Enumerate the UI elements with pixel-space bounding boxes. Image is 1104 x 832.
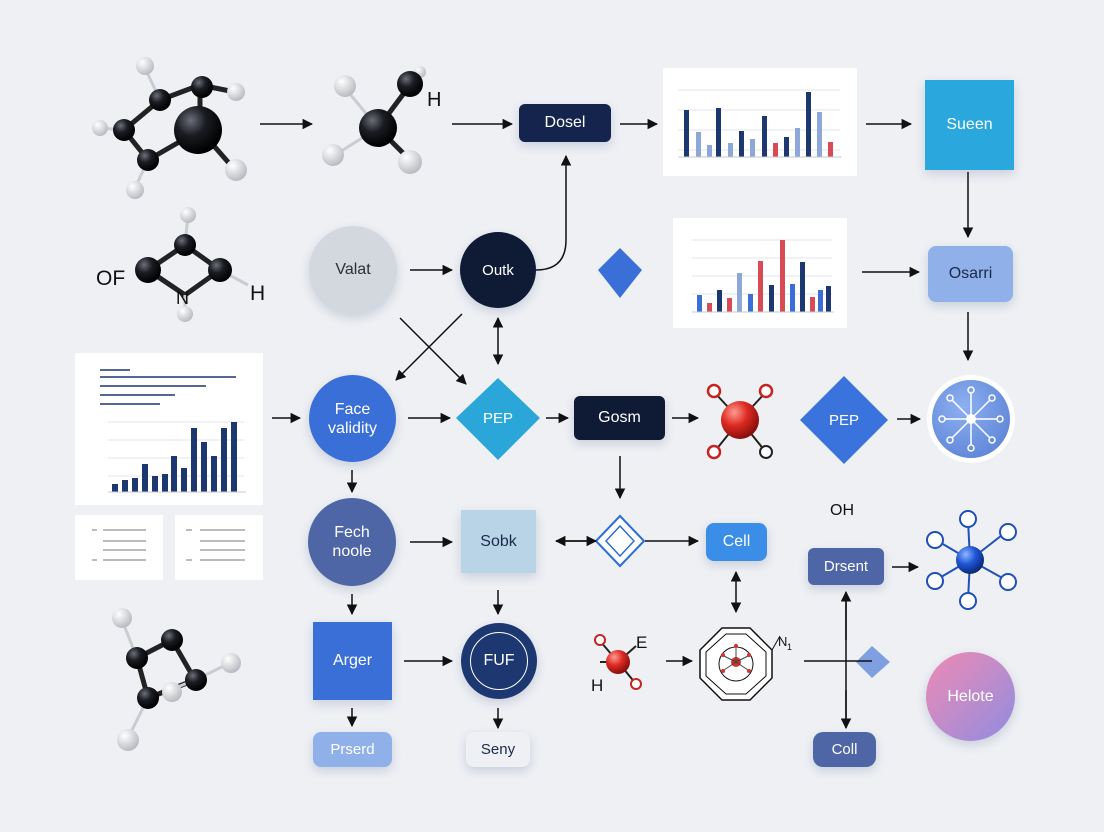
- atom-label: H: [427, 89, 441, 111]
- coll-node[interactable]: Coll: [813, 732, 876, 767]
- molecule-icon: [322, 66, 426, 174]
- blue-diamond-icon: [598, 248, 642, 298]
- arger-node[interactable]: Arger: [313, 622, 392, 700]
- molecule-icon: [706, 383, 774, 460]
- atom-label: H: [591, 676, 603, 695]
- seny-node[interactable]: Seny: [466, 732, 530, 767]
- cell-node[interactable]: Cell: [706, 523, 767, 561]
- target-diamond-icon[interactable]: [594, 514, 646, 568]
- pep-diamond[interactable]: [456, 378, 540, 460]
- valat-node[interactable]: Valat: [309, 226, 397, 314]
- atom-label: OH: [830, 502, 854, 519]
- molecule-icon: [594, 634, 642, 690]
- atom-label: OF: [96, 267, 125, 290]
- gosm-node[interactable]: Gosm: [574, 396, 665, 440]
- chevron-diamond-icon[interactable]: [856, 646, 890, 678]
- document-icon: [75, 515, 263, 580]
- fuf-inner-ring: FUF: [470, 632, 528, 690]
- osarri-node[interactable]: Osarri: [928, 246, 1013, 302]
- fuf-node[interactable]: FUF: [461, 623, 537, 699]
- pep-label-2: PEP: [828, 411, 859, 429]
- atom-label: H: [250, 282, 265, 305]
- molecule-icon: [92, 57, 247, 199]
- bar-chart-icon: [663, 68, 857, 176]
- drsent-node[interactable]: Drsent: [808, 548, 884, 585]
- prserd-node[interactable]: Prserd: [313, 732, 392, 767]
- sueen-node[interactable]: Sueen: [925, 80, 1014, 170]
- bar-chart-icon: [75, 353, 263, 505]
- helote-node[interactable]: Helote: [926, 652, 1015, 741]
- network-hub-icon[interactable]: [927, 375, 1015, 463]
- network-hub-icon[interactable]: [926, 510, 1017, 610]
- pep-diamond[interactable]: [800, 376, 888, 464]
- atom-label: E: [636, 633, 647, 652]
- sobk-node[interactable]: Sobk: [461, 510, 536, 573]
- atom-label: N: [176, 288, 189, 308]
- face-validity-node[interactable]: Face validity: [309, 375, 396, 462]
- dosel-node[interactable]: Dosel: [519, 104, 611, 142]
- molecule-icon: [112, 608, 241, 751]
- atom-label: 1: [787, 642, 792, 652]
- ring-molecule-icon: [699, 627, 781, 701]
- atom-label: N: [778, 634, 787, 649]
- molecule-icon: [135, 207, 249, 322]
- outk-node[interactable]: Outk: [460, 232, 536, 308]
- pep-label-1: PEP: [482, 409, 513, 427]
- fech-noole-node[interactable]: Fech noole: [308, 498, 396, 586]
- bar-chart-icon: [673, 218, 847, 328]
